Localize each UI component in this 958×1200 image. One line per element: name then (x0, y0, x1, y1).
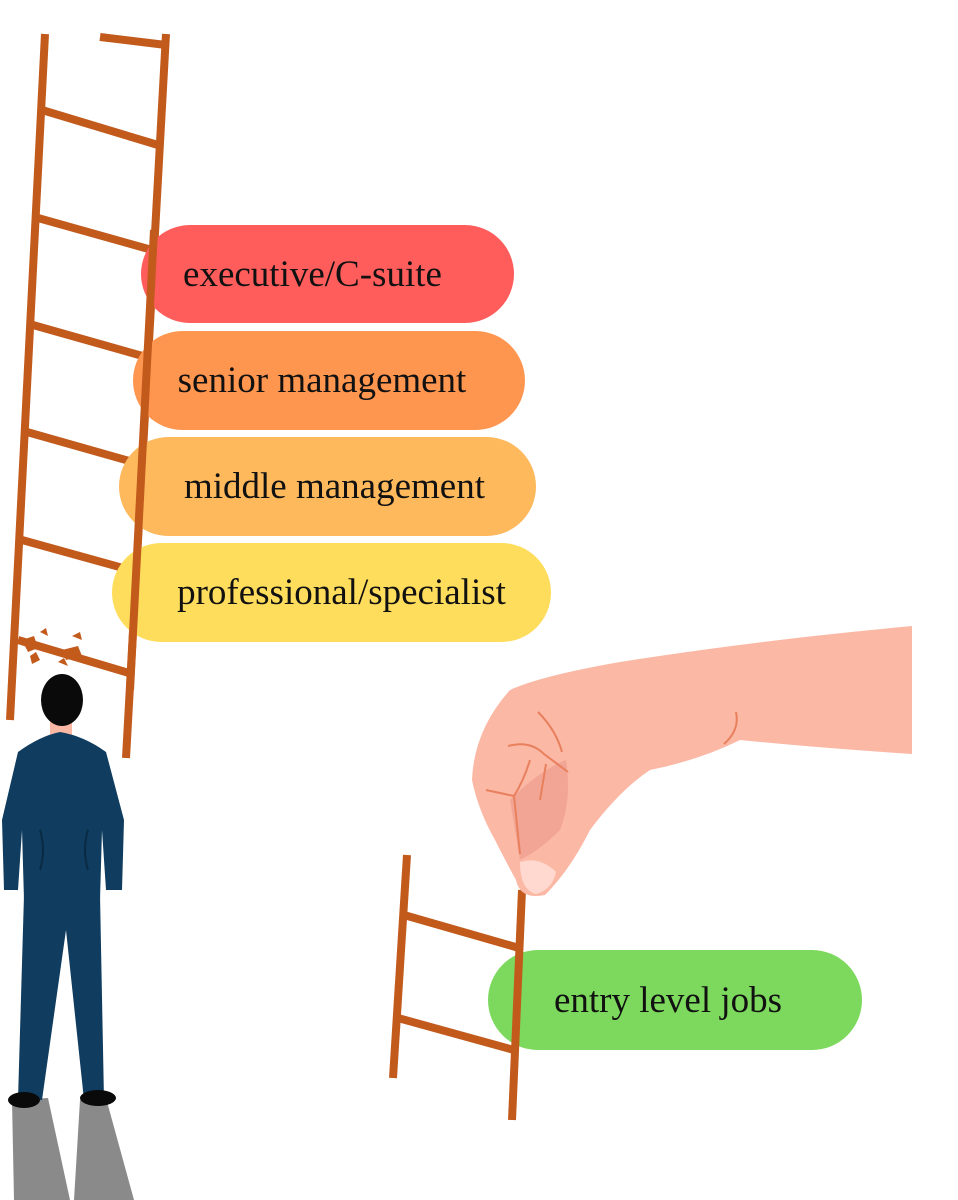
level-pill-senior-management: senior management (133, 331, 525, 430)
man-shadow (12, 1098, 134, 1200)
level-label: professional/specialist (177, 572, 506, 613)
level-pill-executive: executive/C-suite (141, 225, 514, 323)
tall-ladder-front-rail (126, 229, 158, 691)
level-label: middle management (183, 466, 486, 507)
short-ladder (389, 854, 526, 1121)
businessman-figure (2, 674, 124, 1108)
hand-icon (472, 626, 912, 896)
level-pill-professional: professional/specialist (112, 543, 551, 642)
level-label: executive/C-suite (183, 253, 442, 295)
level-label: entry level jobs (553, 979, 783, 1021)
level-pill-middle-management: middle management (119, 437, 536, 536)
level-pill-entry-level: entry level jobs (488, 950, 862, 1050)
broken-rung-icon (22, 628, 82, 666)
level-label: senior management (177, 360, 467, 401)
